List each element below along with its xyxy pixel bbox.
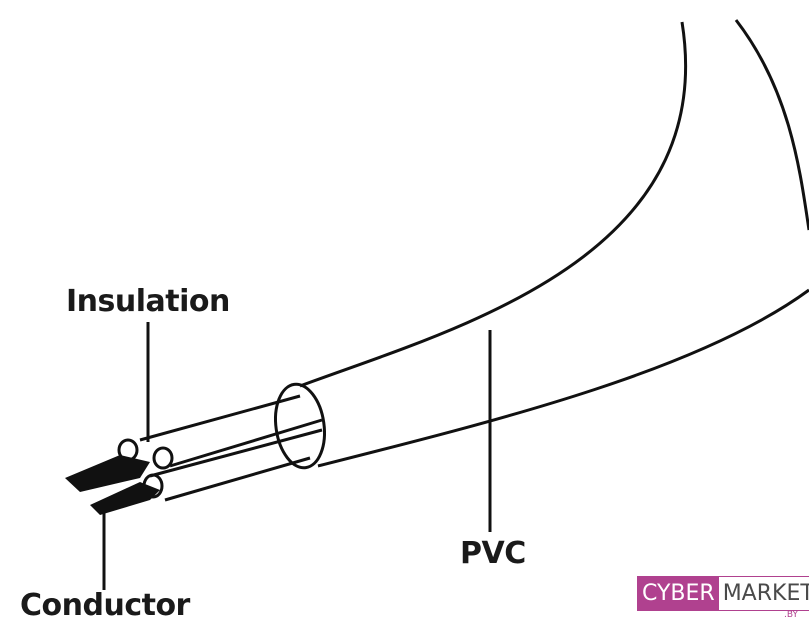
wire-bottom bbox=[164, 456, 311, 502]
wire-mid2 bbox=[149, 428, 323, 478]
logo-part2: MARKET bbox=[718, 577, 809, 610]
conductor-tips bbox=[65, 455, 160, 515]
logo-suffix: .BY bbox=[784, 610, 799, 620]
sheath-outer-edge bbox=[734, 19, 809, 231]
conductor-tip-bottom bbox=[90, 482, 160, 515]
wire-top bbox=[139, 394, 301, 442]
cybermarket-logo: CYBER MARKET bbox=[637, 576, 809, 611]
logo-part1: CYBER bbox=[638, 577, 719, 610]
sheath-end-ring bbox=[274, 382, 326, 470]
conductor-label: Conductor bbox=[20, 588, 190, 623]
insulation-label: Insulation bbox=[66, 284, 230, 319]
pvc-label: PVC bbox=[460, 536, 526, 571]
wire-end-2 bbox=[152, 446, 174, 470]
conductor-tip-top bbox=[65, 455, 150, 492]
sheath-inner-edge bbox=[299, 21, 688, 388]
wire-mid1 bbox=[169, 418, 323, 468]
sheath-bottom-edge bbox=[317, 288, 809, 468]
